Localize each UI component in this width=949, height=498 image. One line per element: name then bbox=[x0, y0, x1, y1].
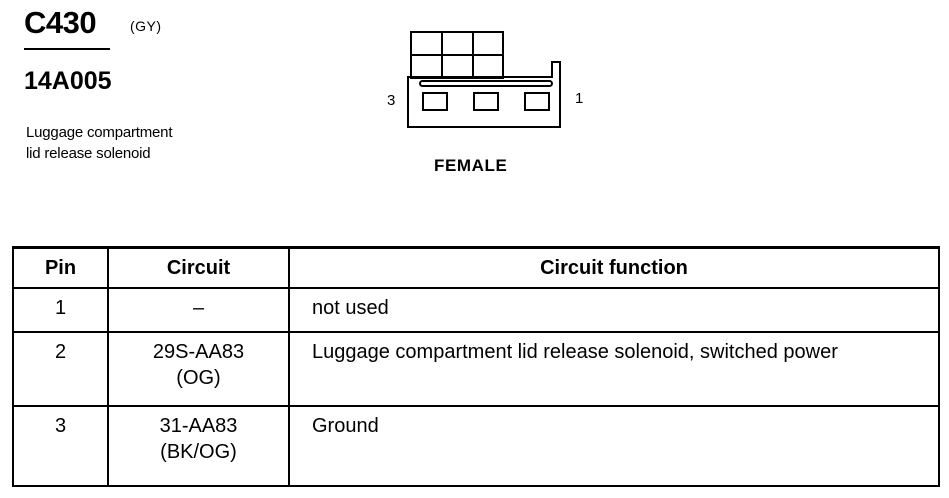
title-divider bbox=[24, 48, 110, 50]
connector-latch bbox=[410, 31, 504, 79]
table-row: 1 – not used bbox=[12, 287, 940, 333]
circuit-wire-color: (OG) bbox=[176, 367, 221, 389]
connector-face-diagram bbox=[407, 31, 561, 128]
cell-circuit-function: Luggage compartment lid release solenoid… bbox=[288, 331, 940, 407]
cell-circuit-function: Ground bbox=[288, 405, 940, 487]
connector-gender: FEMALE bbox=[434, 156, 508, 175]
pin-cavity-2 bbox=[473, 92, 499, 111]
cell-circuit-function: not used bbox=[288, 287, 940, 333]
table-header-row: Pin Circuit Circuit function bbox=[12, 246, 940, 289]
circuit-id: 31-AA83 bbox=[159, 415, 238, 437]
description-line-2: lid release solenoid bbox=[26, 145, 151, 162]
cell-circuit: – bbox=[107, 287, 290, 333]
pin-label-left: 3 bbox=[387, 92, 396, 109]
header-pin: Pin bbox=[12, 246, 109, 289]
pin-cavity-1 bbox=[524, 92, 550, 111]
cell-pin: 1 bbox=[12, 287, 109, 333]
connector-description: Luggage compartment lid release solenoid bbox=[26, 122, 172, 164]
pin-label-right: 1 bbox=[575, 90, 584, 107]
connector-housing bbox=[407, 61, 561, 128]
cell-pin: 2 bbox=[12, 331, 109, 407]
pinout-table: Pin Circuit Circuit function 1 – not use… bbox=[12, 246, 940, 487]
connector-key-rail bbox=[419, 80, 553, 87]
part-number: 14A005 bbox=[24, 67, 112, 95]
table-row: 3 31-AA83 (BK/OG) Ground bbox=[12, 405, 940, 487]
cell-circuit: 29S-AA83 (OG) bbox=[107, 331, 290, 407]
header-circuit: Circuit bbox=[107, 246, 290, 289]
cell-circuit: 31-AA83 (BK/OG) bbox=[107, 405, 290, 487]
description-line-1: Luggage compartment bbox=[26, 124, 173, 141]
header-circuit-function: Circuit function bbox=[288, 246, 940, 289]
table-row: 2 29S-AA83 (OG) Luggage compartment lid … bbox=[12, 331, 940, 407]
connector-id: C430 bbox=[24, 5, 97, 40]
circuit-wire-color: (BK/OG) bbox=[160, 441, 237, 463]
pin-cavity-3 bbox=[422, 92, 448, 111]
circuit-id: – bbox=[192, 297, 205, 319]
circuit-id: 29S-AA83 bbox=[152, 341, 245, 363]
connector-color: (GY) bbox=[130, 18, 162, 34]
cell-pin: 3 bbox=[12, 405, 109, 487]
